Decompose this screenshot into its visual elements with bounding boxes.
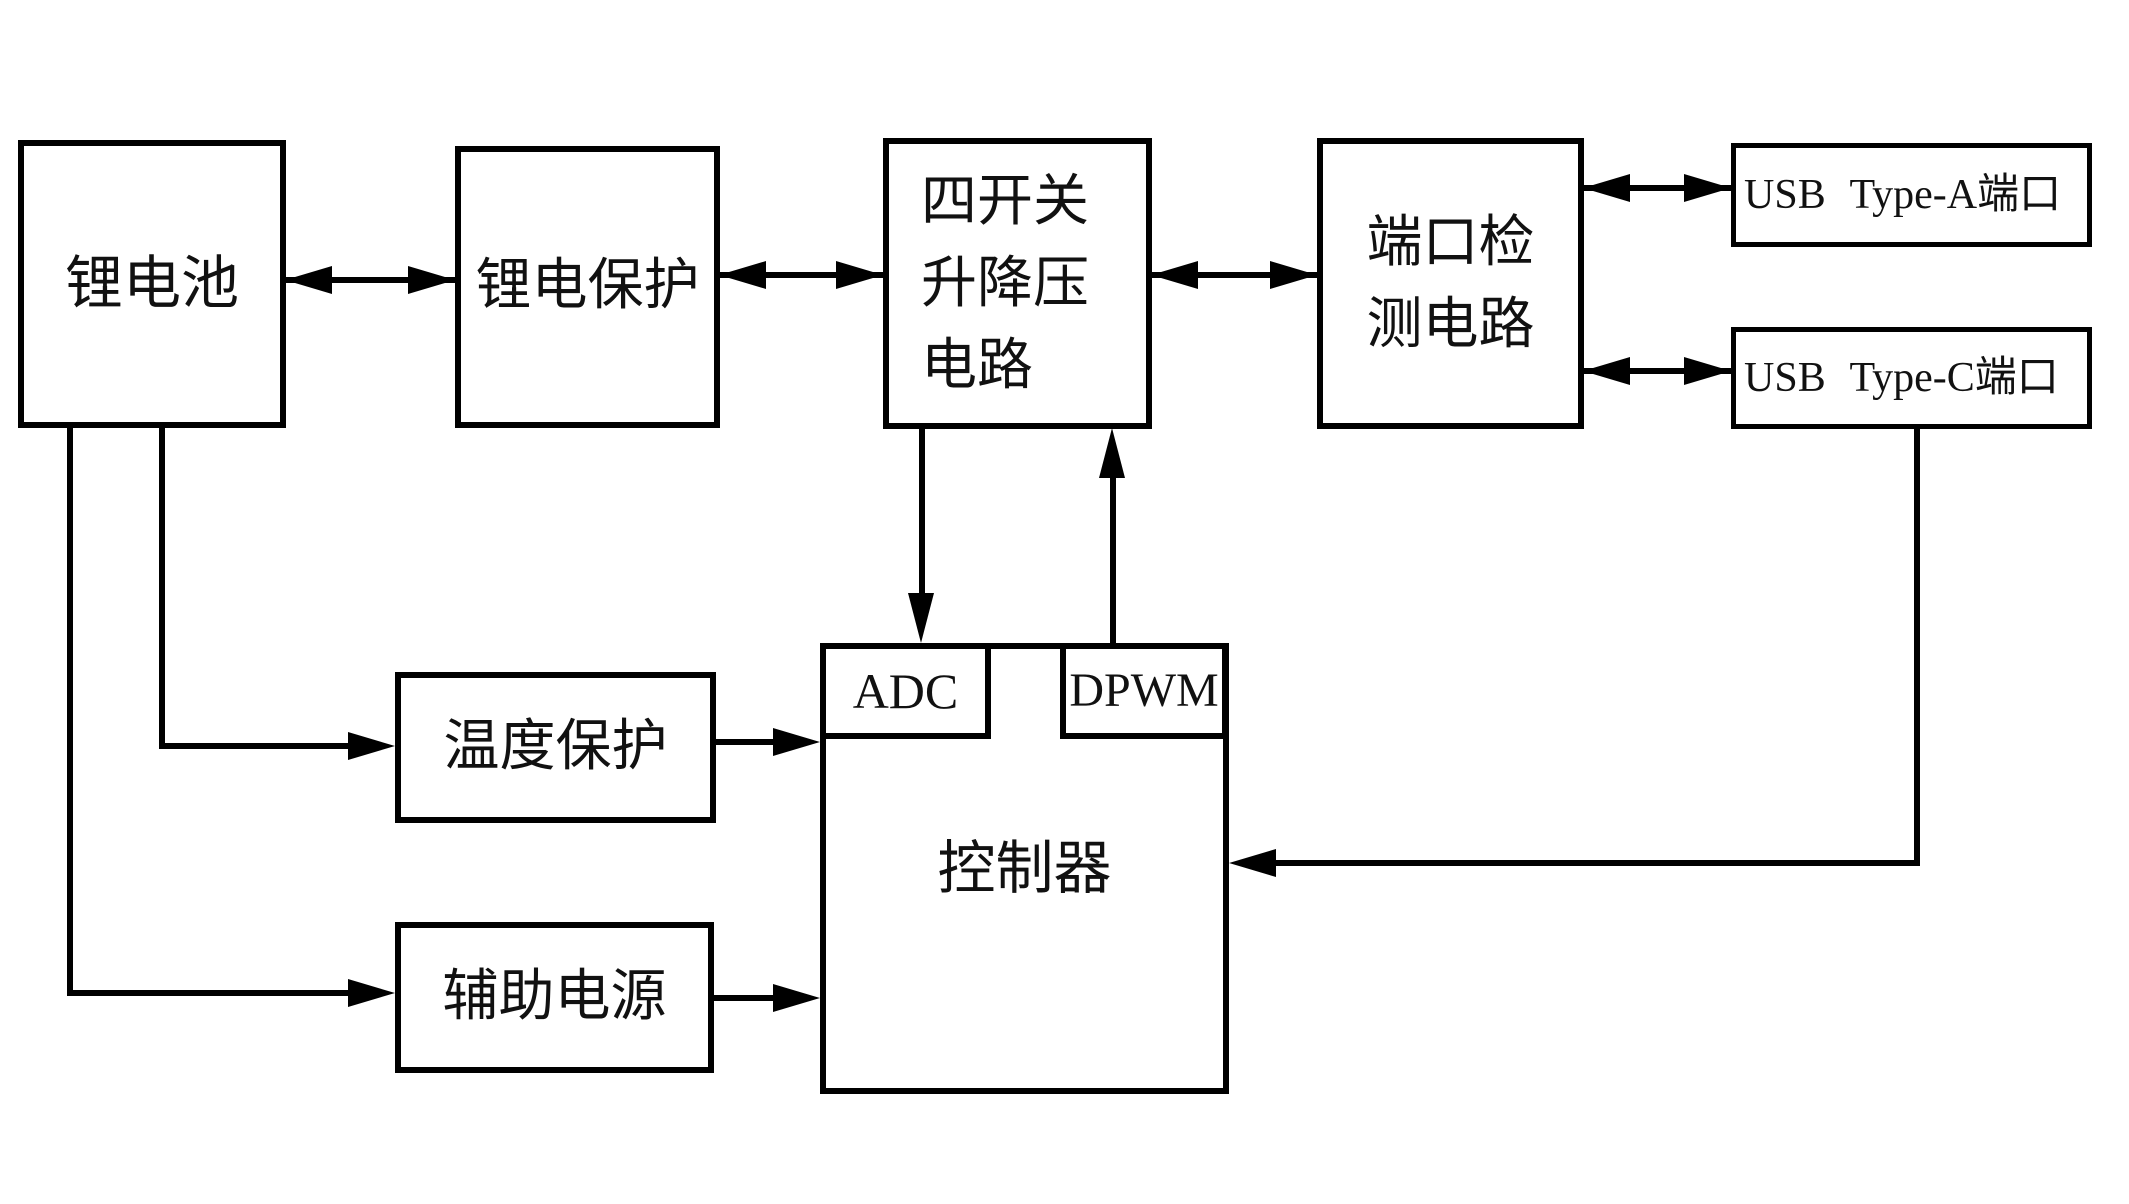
buck-boost-line-3: 电路 [921,334,1033,397]
line-segment [159,427,165,748]
arrowhead-left [719,261,766,289]
line-segment [715,739,775,745]
line-segment [67,427,73,995]
dpwm-box: DPWM [1060,643,1228,739]
line-segment [67,990,350,996]
arrowhead-right [348,732,395,760]
arrowhead-right [836,261,883,289]
temperature-protection-box: 温度保护 [395,672,716,823]
dpwm-label: DPWM [1069,664,1219,718]
line-segment [919,428,925,598]
arrowhead-right [348,979,395,1007]
line-segment [1583,185,1731,191]
battery-label: 锂电池 [64,251,239,317]
arrowhead-left [1583,357,1630,385]
arrowhead-down [908,593,934,643]
port-detection-line-1: 端口检 [1366,211,1535,274]
line-segment [1914,428,1920,865]
line-segment [719,272,883,278]
arrowhead-left [1151,261,1198,289]
buck-boost-circuit-box: 四开关 升降压 电路 [883,138,1152,429]
arrowhead-left [1583,174,1630,202]
port-detection-line-2: 测电路 [1366,293,1535,356]
battery-box: 锂电池 [18,140,286,428]
arrowhead-left [1229,849,1276,877]
arrowhead-right [1270,261,1317,289]
temperature-protection-label: 温度保护 [443,715,668,778]
buck-boost-line-1: 四开关 [921,170,1089,233]
line-segment [1276,860,1920,866]
line-segment [1110,478,1116,643]
line-segment [159,743,349,749]
arrowhead-right [1684,357,1731,385]
buck-boost-circuit-label: 四开关 升降压 电路 [921,161,1089,407]
arrowhead-right [1684,174,1731,202]
line-segment [285,277,455,283]
controller-label: 控制器 [937,835,1112,901]
line-segment [1583,368,1731,374]
usb-type-c-port-box: USB Type-C端口 [1731,327,2092,429]
usb-type-c-port-label: USB Type-C端口 [1744,354,2059,401]
usb-type-a-port-box: USB Type-A端口 [1731,143,2092,247]
port-detection-circuit-box: 端口检 测电路 [1317,138,1584,429]
usb-type-a-port-label: USB Type-A端口 [1744,171,2062,218]
arrowhead-right [773,984,820,1012]
buck-boost-line-2: 升降压 [921,252,1089,315]
line-segment [1151,272,1317,278]
auxiliary-power-box: 辅助电源 [395,922,714,1073]
arrowhead-left [285,266,332,294]
auxiliary-power-label: 辅助电源 [442,965,667,1028]
battery-protection-box: 锂电保护 [455,146,720,428]
battery-protection-label: 锂电保护 [475,255,700,318]
arrowhead-up [1099,428,1125,478]
arrowhead-right [408,266,455,294]
adc-label: ADC [852,663,959,719]
line-segment [713,995,775,1001]
port-detection-circuit-label: 端口检 测电路 [1367,202,1535,366]
adc-box: ADC [820,643,991,739]
arrowhead-right [773,728,820,756]
